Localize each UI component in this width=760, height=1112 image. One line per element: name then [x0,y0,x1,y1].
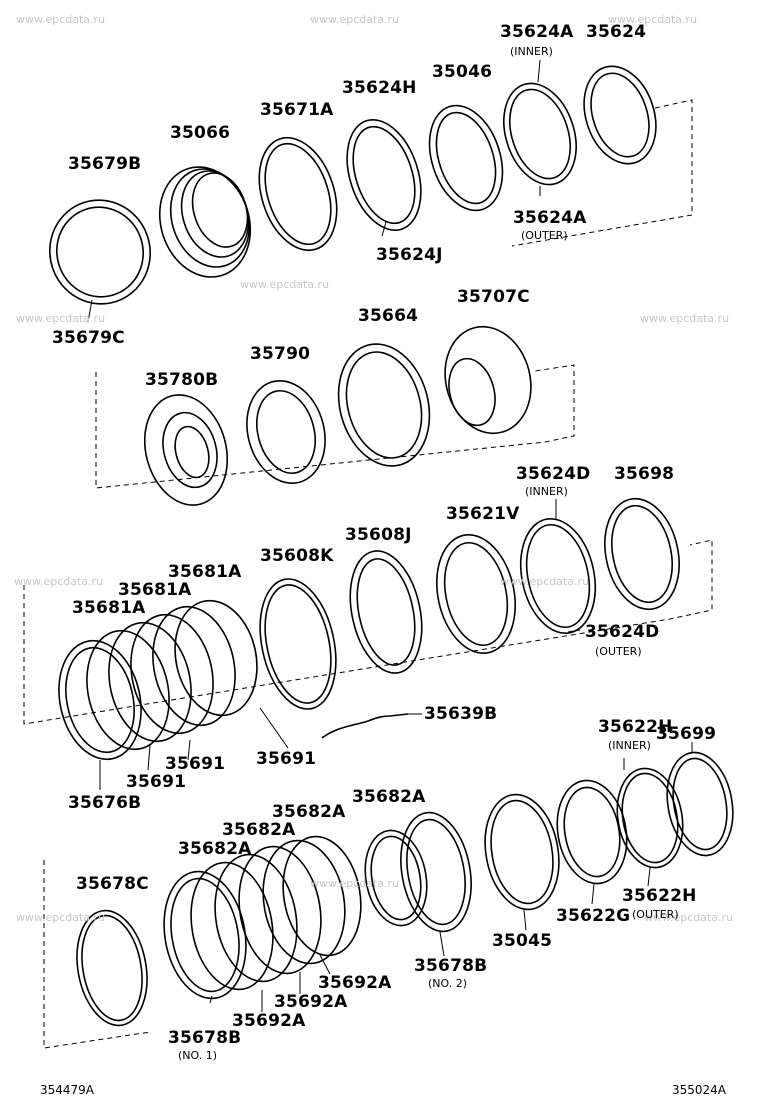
part-35707C-carrier [444,325,532,435]
label-35692A-3: 35692A [232,1011,306,1031]
part-35624H-snap-ring [346,118,422,232]
part-35790-gear-ring [246,380,326,484]
label-35698: 35698 [614,464,675,484]
watermark: www.epcdata.ru [608,13,698,26]
label-35679B: 35679B [68,154,142,174]
label-35624A-inner-sub: (INNER) [510,45,553,58]
label-35624A-inner: 35624A [500,22,574,42]
label-35608K: 35608K [260,546,334,566]
label-35691-3: 35691 [126,772,187,792]
label-35624J: 35624J [376,245,443,265]
part-35622G-piston [556,779,628,885]
watermark: www.epcdata.ru [500,575,590,588]
label-35066: 35066 [170,123,231,143]
part-35621V-piston [435,533,517,655]
part-35682A-friction-disc [364,829,428,927]
part-35678C-snap-ring [76,909,148,1027]
label-35682A-4: 35682A [178,839,252,859]
label-35681A-3: 35681A [72,598,146,618]
watermark: www.epcdata.ru [310,13,400,26]
part-35608K-snap-ring [259,578,337,710]
label-35678B-no1-sub: (NO. 1) [178,1049,218,1062]
part-35780B-hub [143,394,229,506]
label-35622G: 35622G [556,906,631,926]
label-35691-2: 35691 [256,749,317,769]
label-35692A-1: 35692A [318,973,392,993]
label-35622H-inner: 35622H [598,717,673,737]
part-35622H-seal-ring [616,767,684,869]
label-35624D-outer-sub: (OUTER) [595,645,642,658]
label-35692A-2: 35692A [274,992,348,1012]
ref-code-right: 355024A [672,1083,727,1097]
part-35045-plate [484,793,560,911]
watermark: www.epcdata.ru [240,278,330,291]
label-35681A-2: 35681A [118,580,192,600]
watermark: www.epcdata.ru [640,312,730,325]
label-35624: 35624 [586,22,647,42]
label-35676B: 35676B [68,793,142,813]
part-35046-toothed-ring [428,104,504,212]
part-35678B-no2-plate [400,811,472,933]
label-35671A: 35671A [260,100,334,120]
label-35691-1: 35691 [165,754,226,774]
label-35664: 35664 [358,306,419,326]
label-35624A-outer: 35624A [513,208,587,228]
label-35624H: 35624H [342,78,417,98]
watermark: www.epcdata.ru [310,877,400,890]
label-35707C: 35707C [457,287,530,307]
watermark: www.epcdata.ru [14,575,104,588]
part-35639B-spring-clip [321,713,409,739]
part-35671A-plate [258,136,338,252]
watermark: www.epcdata.ru [644,911,734,924]
part-35678B-clutch-pack [163,835,362,1000]
watermark: www.epcdata.ru [16,312,106,325]
label-35682A-2: 35682A [272,802,346,822]
part-35698-seal [604,497,680,611]
part-35676B-clutch-pack [58,599,258,761]
label-35624D-inner-sub: (INNER) [525,485,568,498]
label-35678B-no2-sub: (NO. 2) [428,977,468,990]
part-35624D-seal-ring [519,517,597,635]
part-35066-clutch-drum [158,166,252,278]
label-35682A-1: 35682A [352,787,426,807]
label-35639B: 35639B [424,704,498,724]
label-35678C: 35678C [76,874,149,894]
label-35682A-3: 35682A [222,820,296,840]
label-35679C: 35679C [52,328,125,348]
label-35790: 35790 [250,344,311,364]
watermark: www.epcdata.ru [16,911,106,924]
label-35681A-1: 35681A [168,562,242,582]
label-35621V: 35621V [446,504,520,524]
part-35699-seal [666,751,734,857]
label-35624D-inner: 35624D [516,464,591,484]
label-35622H-outer-sub: (OUTER) [632,908,679,921]
label-35699: 35699 [656,724,717,744]
leader-lines [87,59,693,1012]
label-35045: 35045 [492,931,553,951]
part-35679B-snap-ring [49,199,151,305]
ref-code-left: 354479A [40,1083,95,1097]
part-35624-retainer [583,65,657,165]
part-35624A-seal-ring [503,82,577,186]
label-35624A-outer-sub: (OUTER) [521,229,568,242]
label-35678B-no1: 35678B [168,1028,242,1048]
group-outline-third [23,539,713,725]
part-35608J-retainer [349,550,423,674]
watermark: www.epcdata.ru [16,13,106,26]
label-35678B-no2: 35678B [414,956,488,976]
label-35046: 35046 [432,62,493,82]
label-35622H-outer: 35622H [622,886,697,906]
label-35624D-outer: 35624D [585,622,660,642]
label-35622H-inner-sub: (INNER) [608,739,651,752]
group-outline-top [511,99,693,247]
label-35780B: 35780B [145,370,219,390]
label-35608J: 35608J [345,525,412,545]
part-35664-ring-gear [337,343,431,467]
